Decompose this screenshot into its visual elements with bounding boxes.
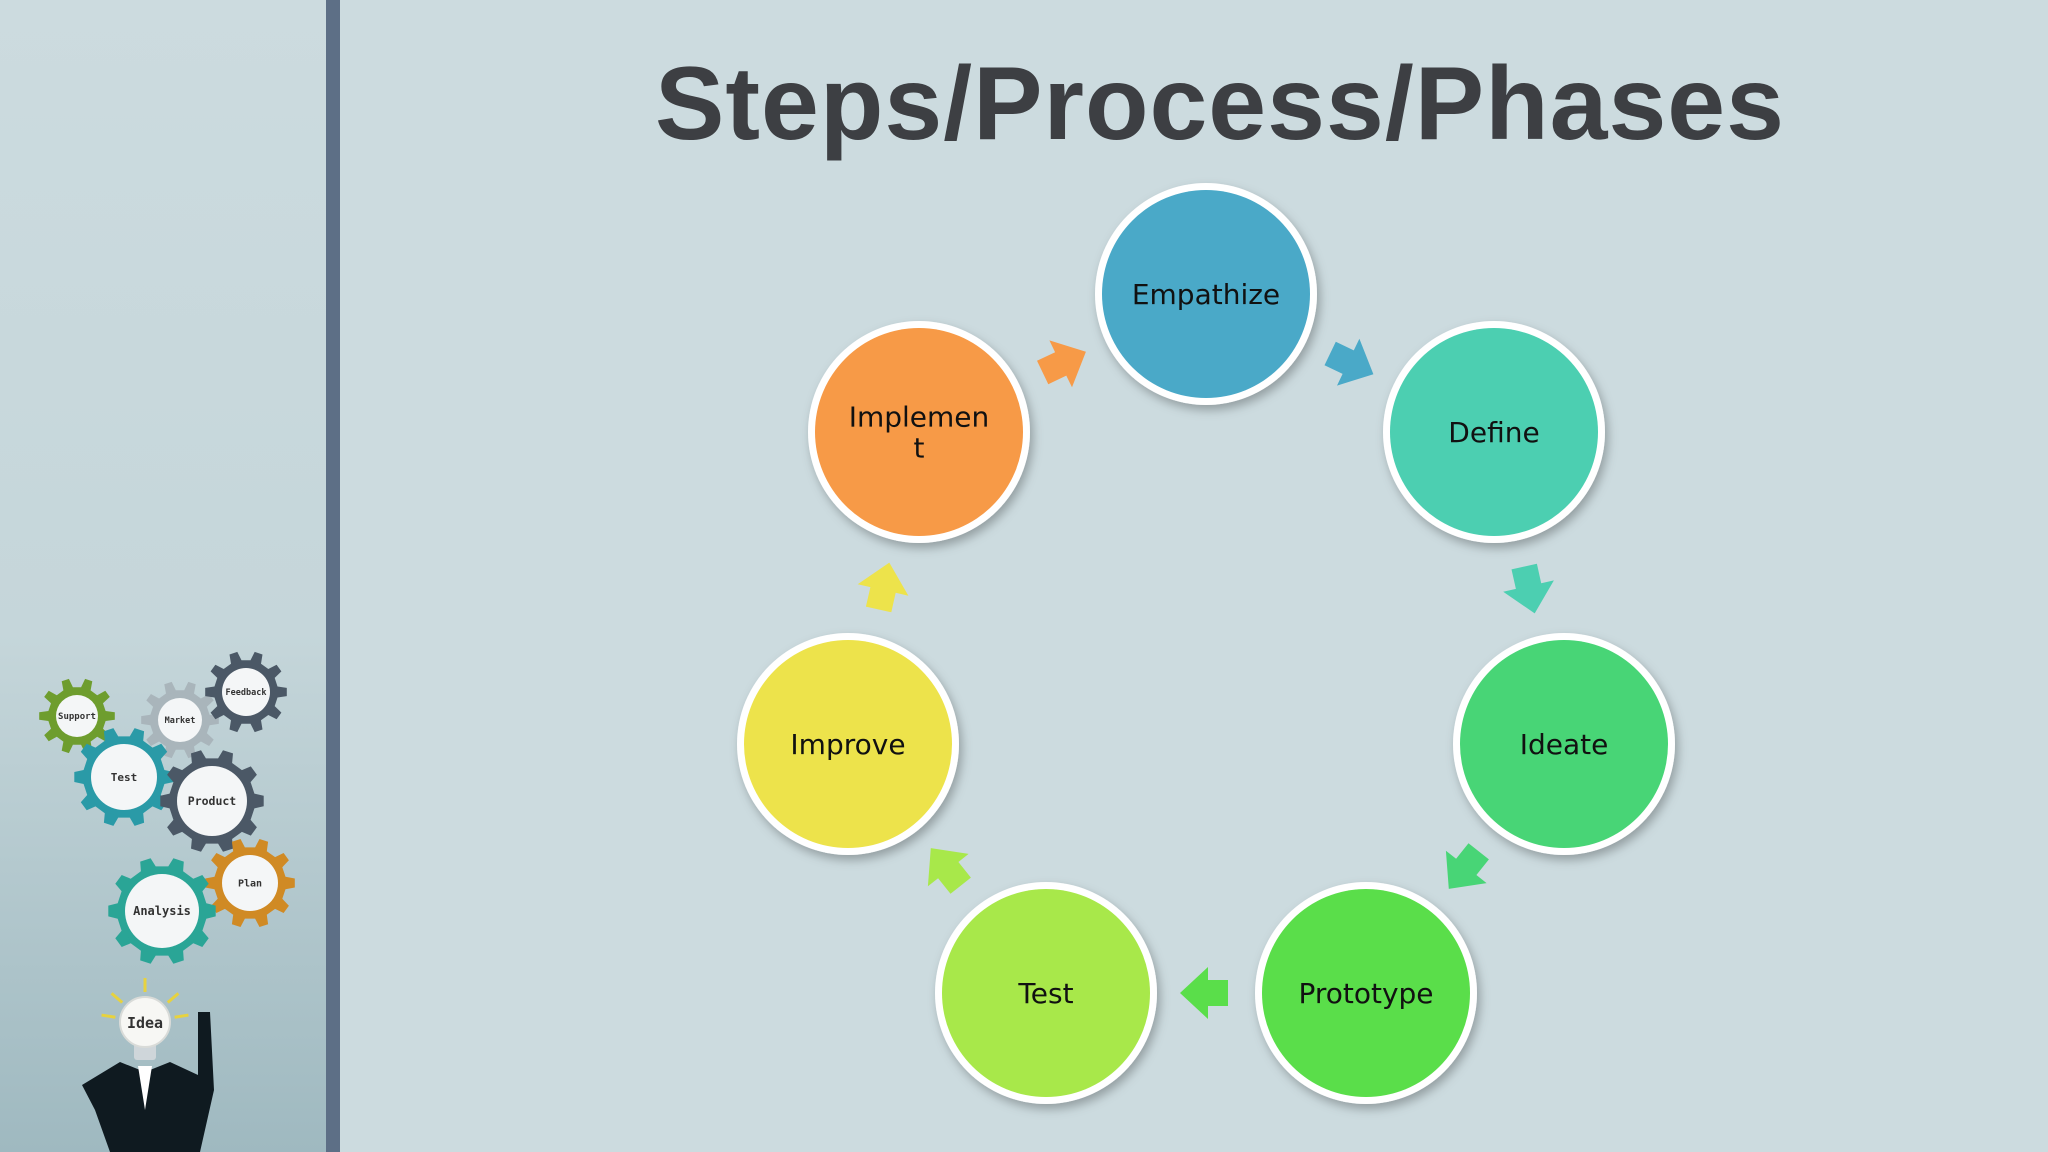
gear-label: Test xyxy=(111,771,138,784)
node-test: Test xyxy=(935,882,1157,1104)
gear-plan: Plan xyxy=(205,839,295,927)
lightbulb-icon xyxy=(119,996,171,1048)
sidebar-panel xyxy=(0,0,326,1152)
idea-gears-illustration: Support Market FeedbackTestProductPlanAnal… xyxy=(39,651,295,1152)
shirt xyxy=(138,1066,152,1110)
node-label: Define xyxy=(1448,416,1539,449)
gear-face xyxy=(56,695,98,737)
gear-face xyxy=(125,874,199,948)
gear-test: Test xyxy=(74,728,174,826)
gear-face xyxy=(222,855,278,911)
slide-title: Steps/Process/Phases xyxy=(655,46,1785,162)
node-fill xyxy=(1390,328,1598,536)
gear-face xyxy=(222,668,270,716)
gear-label: Product xyxy=(188,794,237,808)
node-fill xyxy=(1262,889,1470,1097)
gear-label: Plan xyxy=(238,879,262,890)
arrow-improve-to-implement xyxy=(857,562,909,613)
node-fill xyxy=(1460,640,1668,848)
node-label: Empathize xyxy=(1132,278,1280,311)
gear-face xyxy=(177,766,247,836)
node-fill xyxy=(744,640,952,848)
node-improve: Improve xyxy=(737,633,959,855)
node-empathize: Empathize xyxy=(1095,183,1317,405)
arrow-empathize-to-define xyxy=(1324,338,1374,386)
node-define: Define xyxy=(1383,321,1605,543)
node-label: t xyxy=(914,432,925,465)
gear-market: Market xyxy=(141,681,219,759)
gear-label: Analysis xyxy=(133,904,191,918)
arrow-test-to-improve xyxy=(927,848,971,894)
light-ray xyxy=(166,992,180,1004)
node-label: Ideate xyxy=(1520,728,1609,761)
node-fill xyxy=(1102,190,1310,398)
gear-label: Feedback xyxy=(226,688,267,698)
gear-support: Support xyxy=(39,678,115,754)
bulb-label: Idea xyxy=(127,1014,163,1032)
gear-face xyxy=(158,698,202,742)
node-fill xyxy=(815,328,1023,536)
node-prototype: Prototype xyxy=(1255,882,1477,1104)
light-ray xyxy=(174,1013,189,1019)
gear-face xyxy=(91,744,157,810)
node-label: Improve xyxy=(790,728,905,761)
arrow-prototype-to-test xyxy=(1180,967,1228,1019)
gear-label: Market xyxy=(165,716,196,726)
light-ray xyxy=(110,992,124,1004)
node-fill xyxy=(942,889,1150,1097)
arrow-ideate-to-prototype xyxy=(1445,843,1489,889)
gear-label: Support xyxy=(58,712,96,722)
sidebar-divider xyxy=(326,0,340,1152)
arrow-implement-to-empathize xyxy=(1037,340,1086,388)
node-ideate: Ideate xyxy=(1453,633,1675,855)
businessman-figure: Idea xyxy=(82,978,214,1152)
node-label: Test xyxy=(1017,977,1073,1010)
gear-product: Product xyxy=(160,750,264,852)
gear-analysis: Analysis xyxy=(108,858,216,964)
light-ray xyxy=(101,1013,116,1019)
node-label: Prototype xyxy=(1298,977,1433,1010)
arrow-define-to-ideate xyxy=(1503,563,1554,614)
node-label: Implemen xyxy=(849,401,990,434)
gear-feedback: Feedback xyxy=(205,651,287,733)
